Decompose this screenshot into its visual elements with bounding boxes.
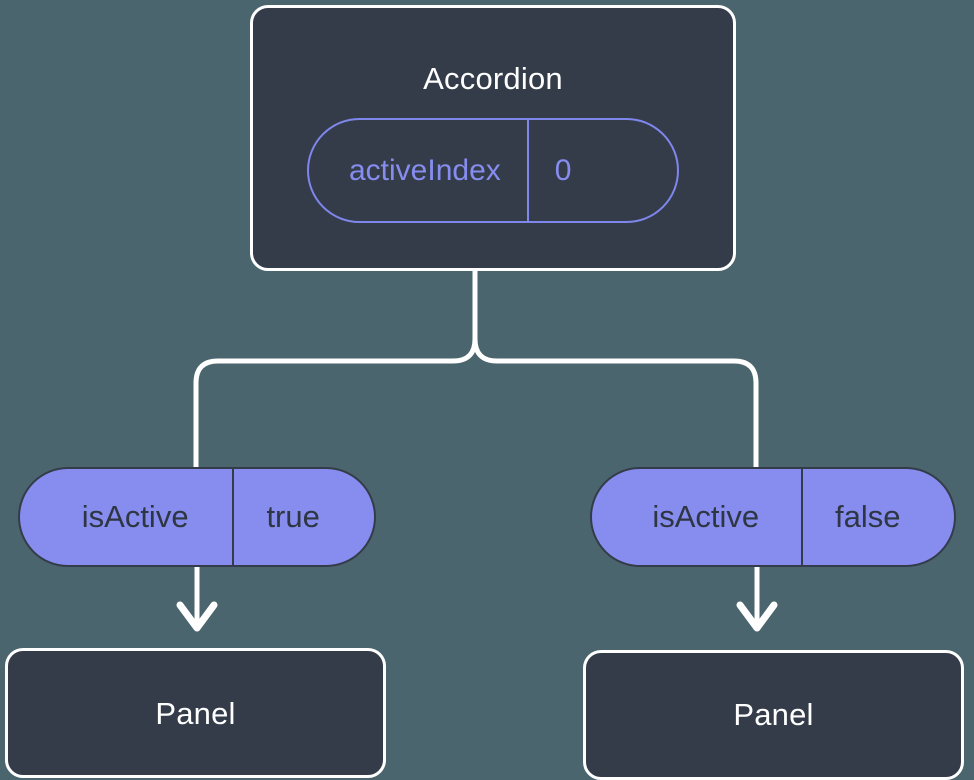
branch-split-connector-right xyxy=(472,336,759,471)
branch-split-connector xyxy=(193,267,478,471)
panel-node-right-label: Panel xyxy=(733,697,814,732)
panel-node-left-label: Panel xyxy=(155,696,236,731)
prop-value-active-index: 0 xyxy=(526,120,612,221)
prop-value-is-active-left: true xyxy=(232,469,374,565)
arrow-down-icon-left xyxy=(176,601,218,632)
prop-pill-active-index[interactable]: activeIndex 0 xyxy=(307,118,679,223)
panel-node-right[interactable]: Panel xyxy=(583,650,964,780)
accordion-node-label: Accordion xyxy=(423,61,563,96)
prop-value-is-active-right: false xyxy=(801,469,954,565)
prop-key-active-index: activeIndex xyxy=(349,153,501,187)
prop-pill-is-active-true[interactable]: isActive true xyxy=(18,467,376,567)
prop-key-is-active-left: isActive xyxy=(81,499,189,534)
prop-pill-is-active-false[interactable]: isActive false xyxy=(590,467,956,567)
arrow-down-icon-right xyxy=(736,601,778,632)
prop-key-is-active-right: isActive xyxy=(652,499,760,534)
panel-node-left[interactable]: Panel xyxy=(5,648,386,778)
